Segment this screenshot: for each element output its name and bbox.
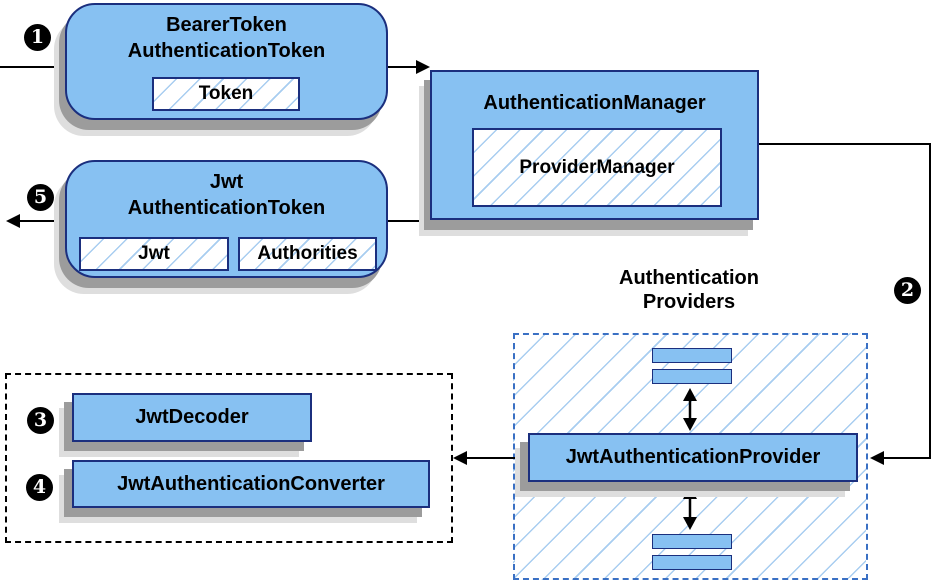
provider-slot-bar [652, 369, 732, 384]
provider-manager-inner-box: ProviderManager [472, 128, 722, 207]
authentication-manager-title: AuthenticationManager [483, 92, 706, 114]
bearer-token-title-line2: AuthenticationToken [127, 40, 326, 62]
jwt-token-box-title: Jwt AuthenticationToken [67, 162, 386, 221]
step-2-badge: 2 [894, 277, 921, 304]
jwt-token-title-line2: AuthenticationToken [127, 197, 326, 219]
jwt-token-title-line1: Jwt [209, 171, 244, 193]
jwt-inner-box: Jwt [79, 237, 229, 271]
jwt-decoder-box: JwtDecoder [72, 393, 312, 442]
jwt-authentication-token-box: Jwt AuthenticationToken Jwt Authorities [65, 160, 388, 278]
jwt-authentication-converter-box: JwtAuthenticationConverter [72, 460, 430, 508]
step-1-badge: 1 [24, 24, 51, 51]
bearer-token-title-line1: BearerToken [166, 14, 287, 36]
provider-slot-bar [652, 555, 732, 570]
step-4-badge: 4 [26, 474, 53, 501]
token-inner-box: Token [152, 77, 300, 111]
jwt-authentication-provider-box: JwtAuthenticationProvider [528, 433, 858, 482]
authorities-inner-box: Authorities [238, 237, 377, 271]
step-5-badge: 5 [27, 184, 54, 211]
authentication-providers-label: Authentication Providers [619, 267, 759, 313]
provider-slot-bar [652, 348, 732, 363]
step-3-badge: 3 [27, 407, 54, 434]
bearer-token-box-title: BearerToken AuthenticationToken [67, 5, 386, 64]
bearer-token-authentication-token-box: BearerToken AuthenticationToken Token [65, 3, 388, 120]
provider-slot-bar [652, 534, 732, 549]
authentication-manager-box: AuthenticationManager ProviderManager [430, 70, 759, 220]
